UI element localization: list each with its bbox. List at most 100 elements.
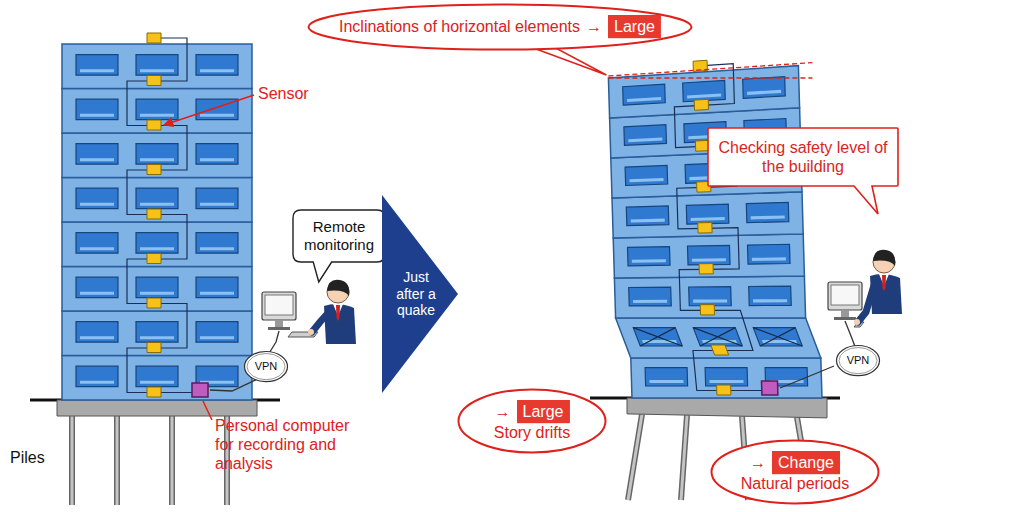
node-text: Just after a quake: [388, 269, 444, 319]
window-glare: [753, 299, 787, 302]
network-wire: [268, 331, 279, 355]
window: [136, 277, 178, 297]
window-glare: [200, 292, 234, 295]
crack: [633, 328, 682, 346]
window-glare: [140, 247, 174, 250]
window: [136, 99, 178, 119]
node-text: →: [750, 453, 766, 472]
sensor-wire: [154, 38, 187, 81]
node-content: Change: [778, 453, 834, 472]
callout-ellipse: →ChangeNatural periods: [710, 439, 880, 505]
window: [136, 322, 178, 342]
badge-fill: [517, 400, 570, 423]
monitor-screen: [831, 285, 859, 305]
sensor-wire: [127, 170, 154, 215]
story: [62, 133, 252, 178]
window: [746, 202, 789, 222]
monitor-stand: [275, 320, 283, 327]
callout-outline: [708, 128, 898, 214]
node-text: Inclinations of horizontal elements: [339, 17, 580, 36]
node-content: VPN: [255, 360, 278, 373]
node-content: →ChangeNatural periods: [741, 451, 850, 493]
result-badge: Large: [517, 400, 570, 423]
pile-face: [628, 414, 642, 500]
pile-face: [71, 416, 74, 505]
window: [625, 165, 668, 185]
callout-box-outline: [708, 128, 898, 186]
window-glare: [200, 336, 234, 339]
window: [747, 244, 790, 264]
leader-line: [164, 95, 254, 125]
crack: [693, 328, 742, 346]
sensor-wire: [154, 304, 187, 349]
pile: [114, 416, 120, 505]
recording-computer: [761, 381, 777, 395]
window: [633, 328, 682, 346]
ellipse-outline: [309, 5, 692, 50]
window: [196, 55, 238, 75]
sensor: [700, 305, 714, 315]
story: [62, 267, 252, 312]
sensor: [694, 99, 708, 110]
node-content: Remote monitoring: [300, 218, 378, 254]
transition-arrow: Just after a quake: [382, 195, 458, 393]
ellipse-inner: [247, 354, 285, 380]
tie: [882, 275, 886, 291]
foundation-slab: [57, 400, 257, 416]
foundation-slab: [627, 398, 827, 418]
node-text: Story drifts: [494, 423, 570, 442]
roof-inclination: [608, 63, 812, 76]
window-glare: [80, 69, 114, 72]
node-content: Inclinations of horizontal elements→Larg…: [339, 15, 661, 38]
story: [62, 356, 252, 401]
sensor: [147, 33, 161, 43]
part-label: Piles: [10, 448, 45, 467]
window: [136, 188, 178, 208]
node-content: VPN: [847, 354, 870, 367]
recording-computer: [192, 383, 208, 397]
callout-ellipse: → LargeStory drifts: [457, 388, 607, 454]
window: [196, 322, 238, 342]
network-wire: [780, 366, 834, 388]
arm: [858, 282, 875, 322]
window: [683, 80, 726, 101]
window: [76, 277, 118, 297]
window-glare: [632, 259, 666, 263]
window: [687, 245, 730, 265]
sensor: [147, 76, 161, 86]
node-row: → Change: [750, 451, 840, 474]
window-glare: [140, 69, 174, 72]
result-badge: Large: [608, 15, 661, 38]
monitor-base: [834, 317, 856, 320]
window: [686, 204, 729, 224]
window: [743, 77, 786, 99]
sensor: [711, 345, 729, 355]
window: [76, 233, 118, 253]
story: [612, 192, 803, 238]
window: [136, 55, 178, 75]
story: [62, 311, 252, 356]
node-text: VPN: [255, 360, 278, 373]
window: [196, 233, 238, 253]
sensor: [698, 223, 712, 234]
sensor-wire: [705, 228, 739, 270]
hair: [327, 280, 349, 296]
node-content: Large: [614, 17, 655, 36]
window: [196, 188, 238, 208]
sensor-wire: [127, 81, 154, 126]
window: [136, 144, 178, 164]
window: [136, 233, 178, 253]
window-glare: [200, 203, 234, 206]
ellipse-inner: [839, 348, 877, 374]
window: [196, 144, 238, 164]
vpn-cloud: VPN: [835, 344, 881, 377]
window: [693, 328, 742, 346]
window-glare: [633, 300, 667, 303]
node-text: →: [495, 402, 511, 421]
window-glare: [80, 114, 114, 117]
sensor-wire: [707, 310, 753, 350]
window-glare: [140, 203, 174, 206]
window-glare: [80, 336, 114, 339]
window: [76, 366, 118, 386]
